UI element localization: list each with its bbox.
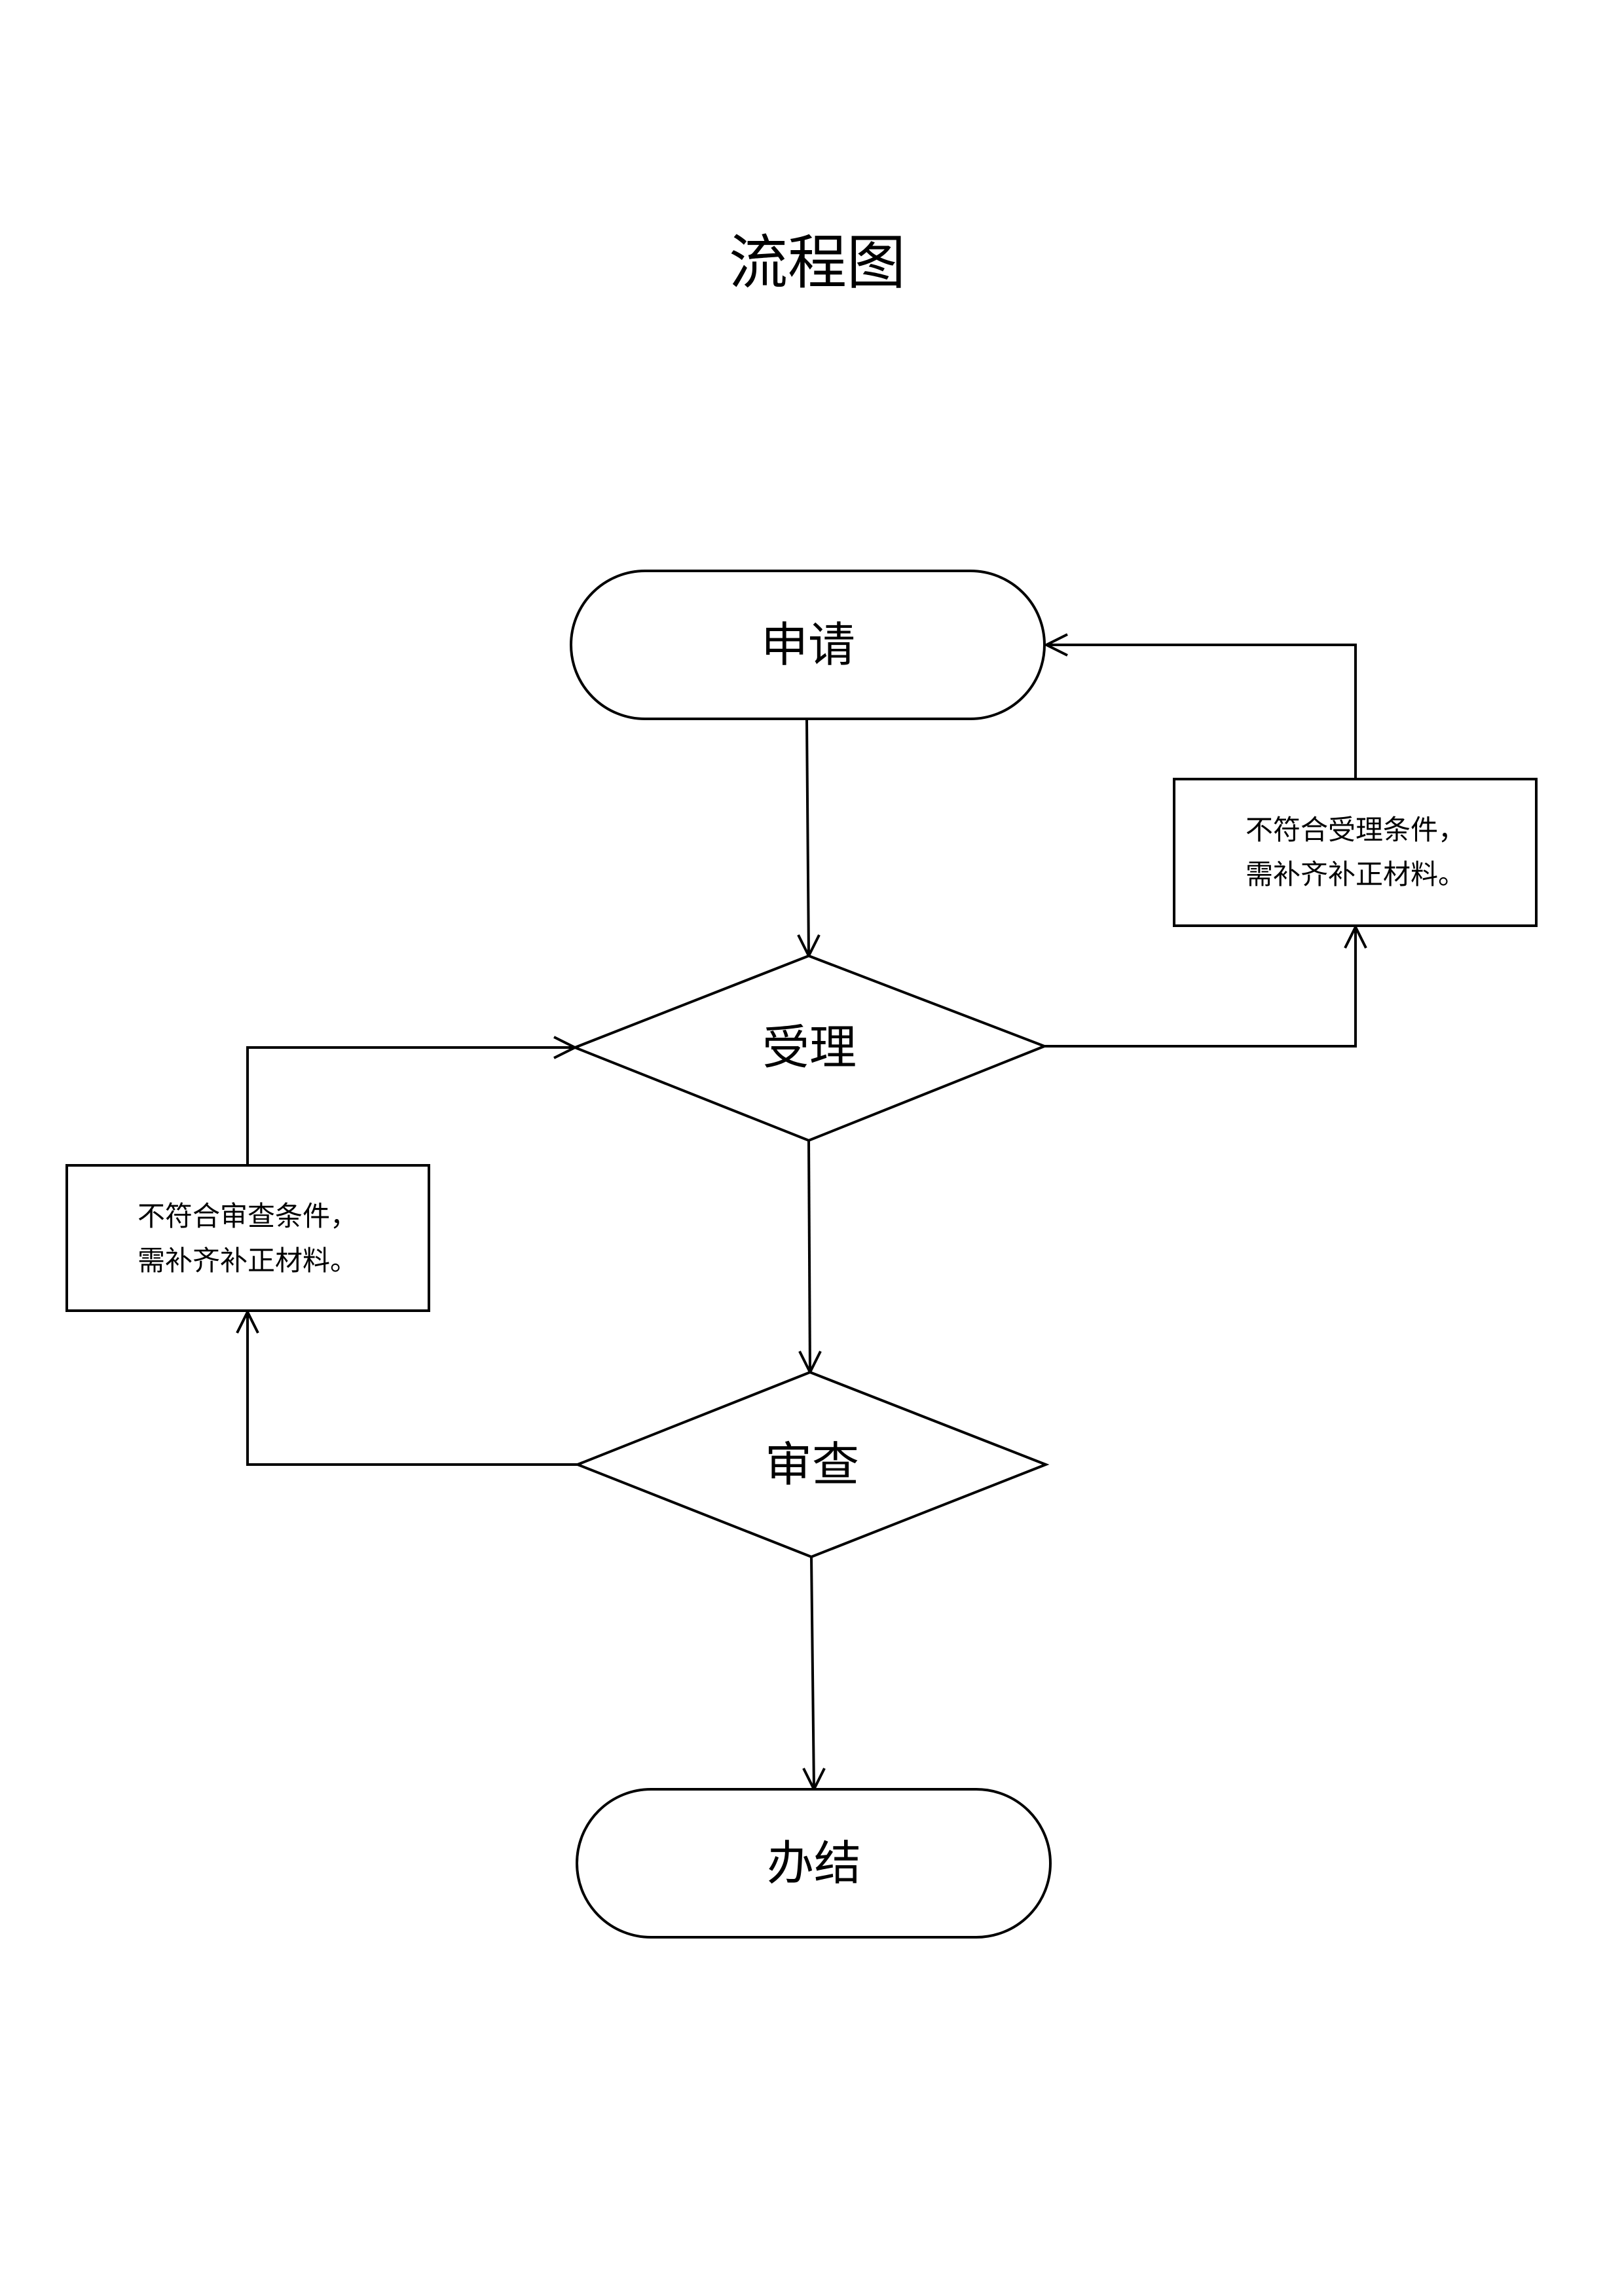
note-review-reject-line2: 需补齐补正材料。 xyxy=(138,1245,358,1277)
node-accept: 受理 xyxy=(571,954,1048,1142)
node-complete: 办结 xyxy=(576,1788,1052,1939)
note-accept-reject-line1: 不符合受理条件， xyxy=(1246,814,1466,846)
note-review-reject-line1: 不符合审查条件， xyxy=(138,1200,358,1232)
edge-accept-to-accept-note xyxy=(1044,927,1357,1048)
node-apply-label: 申请 xyxy=(761,617,855,672)
terminator-shape xyxy=(570,570,1046,720)
edges xyxy=(236,633,1367,1793)
edge-review-to-review-note xyxy=(246,1312,578,1466)
node-complete-label: 办结 xyxy=(767,1836,861,1891)
note-accept-reject: 不符合受理条件， 需补齐补正材料。 xyxy=(1173,778,1538,927)
decision-shape xyxy=(571,954,1048,1142)
note-review-reject: 不符合审查条件， 需补齐补正材料。 xyxy=(65,1164,430,1312)
edge-accept-to-review xyxy=(807,1140,811,1373)
edge-accept-note-to-apply xyxy=(1046,644,1357,779)
node-review: 审查 xyxy=(574,1370,1050,1559)
node-apply: 申请 xyxy=(570,570,1046,720)
diagram-title: 流程图 xyxy=(729,228,906,297)
arrowhead-left-icon xyxy=(1043,633,1068,657)
node-accept-label: 受理 xyxy=(762,1020,857,1075)
edge-review-to-complete xyxy=(810,1556,815,1790)
node-review-label: 审查 xyxy=(765,1437,859,1492)
note-accept-reject-line2: 需补齐补正材料。 xyxy=(1246,858,1466,890)
terminator-shape xyxy=(576,1788,1052,1939)
edge-review-note-to-accept xyxy=(246,1046,575,1165)
decision-shape xyxy=(574,1370,1050,1559)
note-box xyxy=(65,1164,430,1312)
note-box xyxy=(1173,778,1538,927)
edge-apply-to-accept xyxy=(805,720,810,957)
